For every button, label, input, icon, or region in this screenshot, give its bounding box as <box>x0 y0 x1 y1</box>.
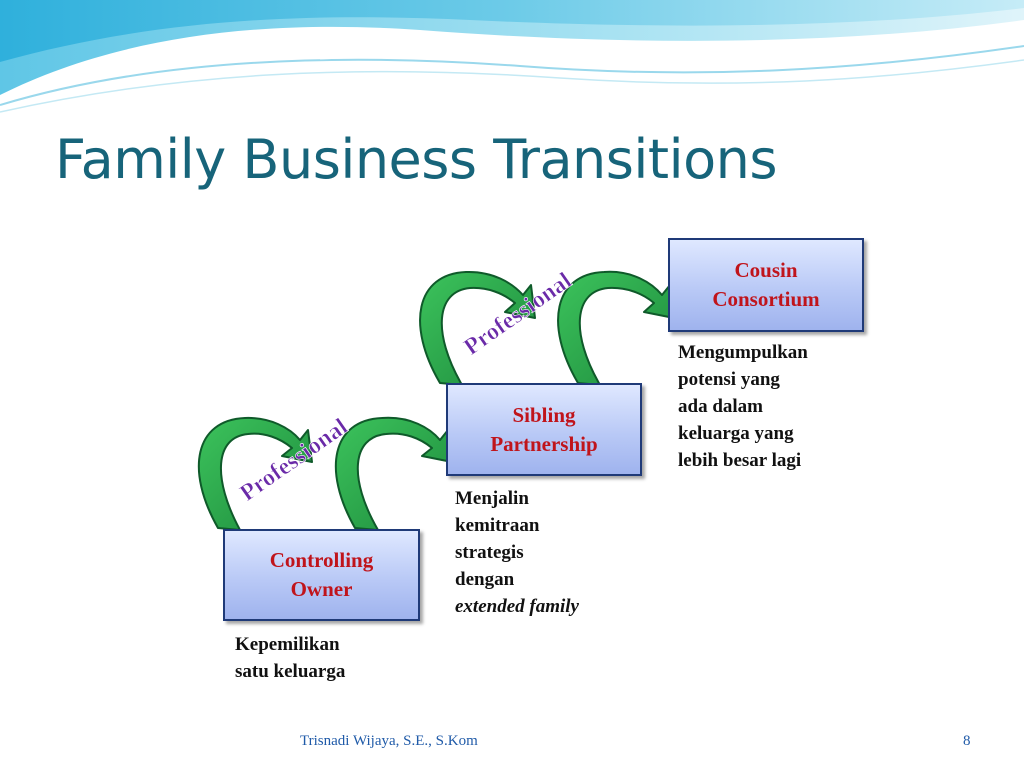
stage-description-controlling: Kepemilikan satu keluarga <box>235 631 345 685</box>
description-line: Mengumpulkan <box>678 342 808 363</box>
stage-box-sibling-partnership: Sibling Partnership <box>446 383 642 476</box>
description-line: lebih besar lagi <box>678 450 802 471</box>
description-line: Kepemilikan <box>235 634 340 655</box>
slide-title: Family Business Transitions <box>55 128 778 191</box>
stage-description-cousin: Mengumpulkan potensi yang ada dalam kelu… <box>678 339 808 474</box>
description-line: Menjalin <box>455 488 529 509</box>
stage-box-line2: Owner <box>290 577 353 601</box>
curved-arrow-1a <box>197 416 313 531</box>
description-line: potensi yang <box>678 369 780 390</box>
description-line: keluarga yang <box>678 423 794 444</box>
header-wave-decoration <box>0 0 1024 113</box>
stage-box-line1: Cousin <box>734 258 798 282</box>
curved-arrow-1b <box>334 416 453 531</box>
description-line: strategis <box>455 542 524 563</box>
stage-box-controlling-owner: Controlling Owner <box>223 529 420 621</box>
stage-box-line2: Consortium <box>712 287 820 311</box>
stage-box-line2: Partnership <box>490 431 598 456</box>
page-number: 8 <box>963 733 971 749</box>
stage-box-line1: Sibling <box>512 402 576 427</box>
description-line: ada dalam <box>678 396 763 417</box>
description-line-italic: extended family <box>455 596 579 617</box>
description-line: satu keluarga <box>235 661 346 682</box>
description-line: kemitraan <box>455 515 540 536</box>
stage-box-line1: Controlling <box>269 548 374 572</box>
curved-arrow-2a <box>419 270 536 386</box>
stage-description-sibling: Menjalin kemitraan strategis dengan exte… <box>455 485 579 620</box>
description-line: dengan <box>455 569 515 590</box>
stage-box-cousin-consortium: Cousin Consortium <box>668 238 864 332</box>
footer-author: Trisnadi Wijaya, S.E., S.Kom <box>300 733 478 749</box>
